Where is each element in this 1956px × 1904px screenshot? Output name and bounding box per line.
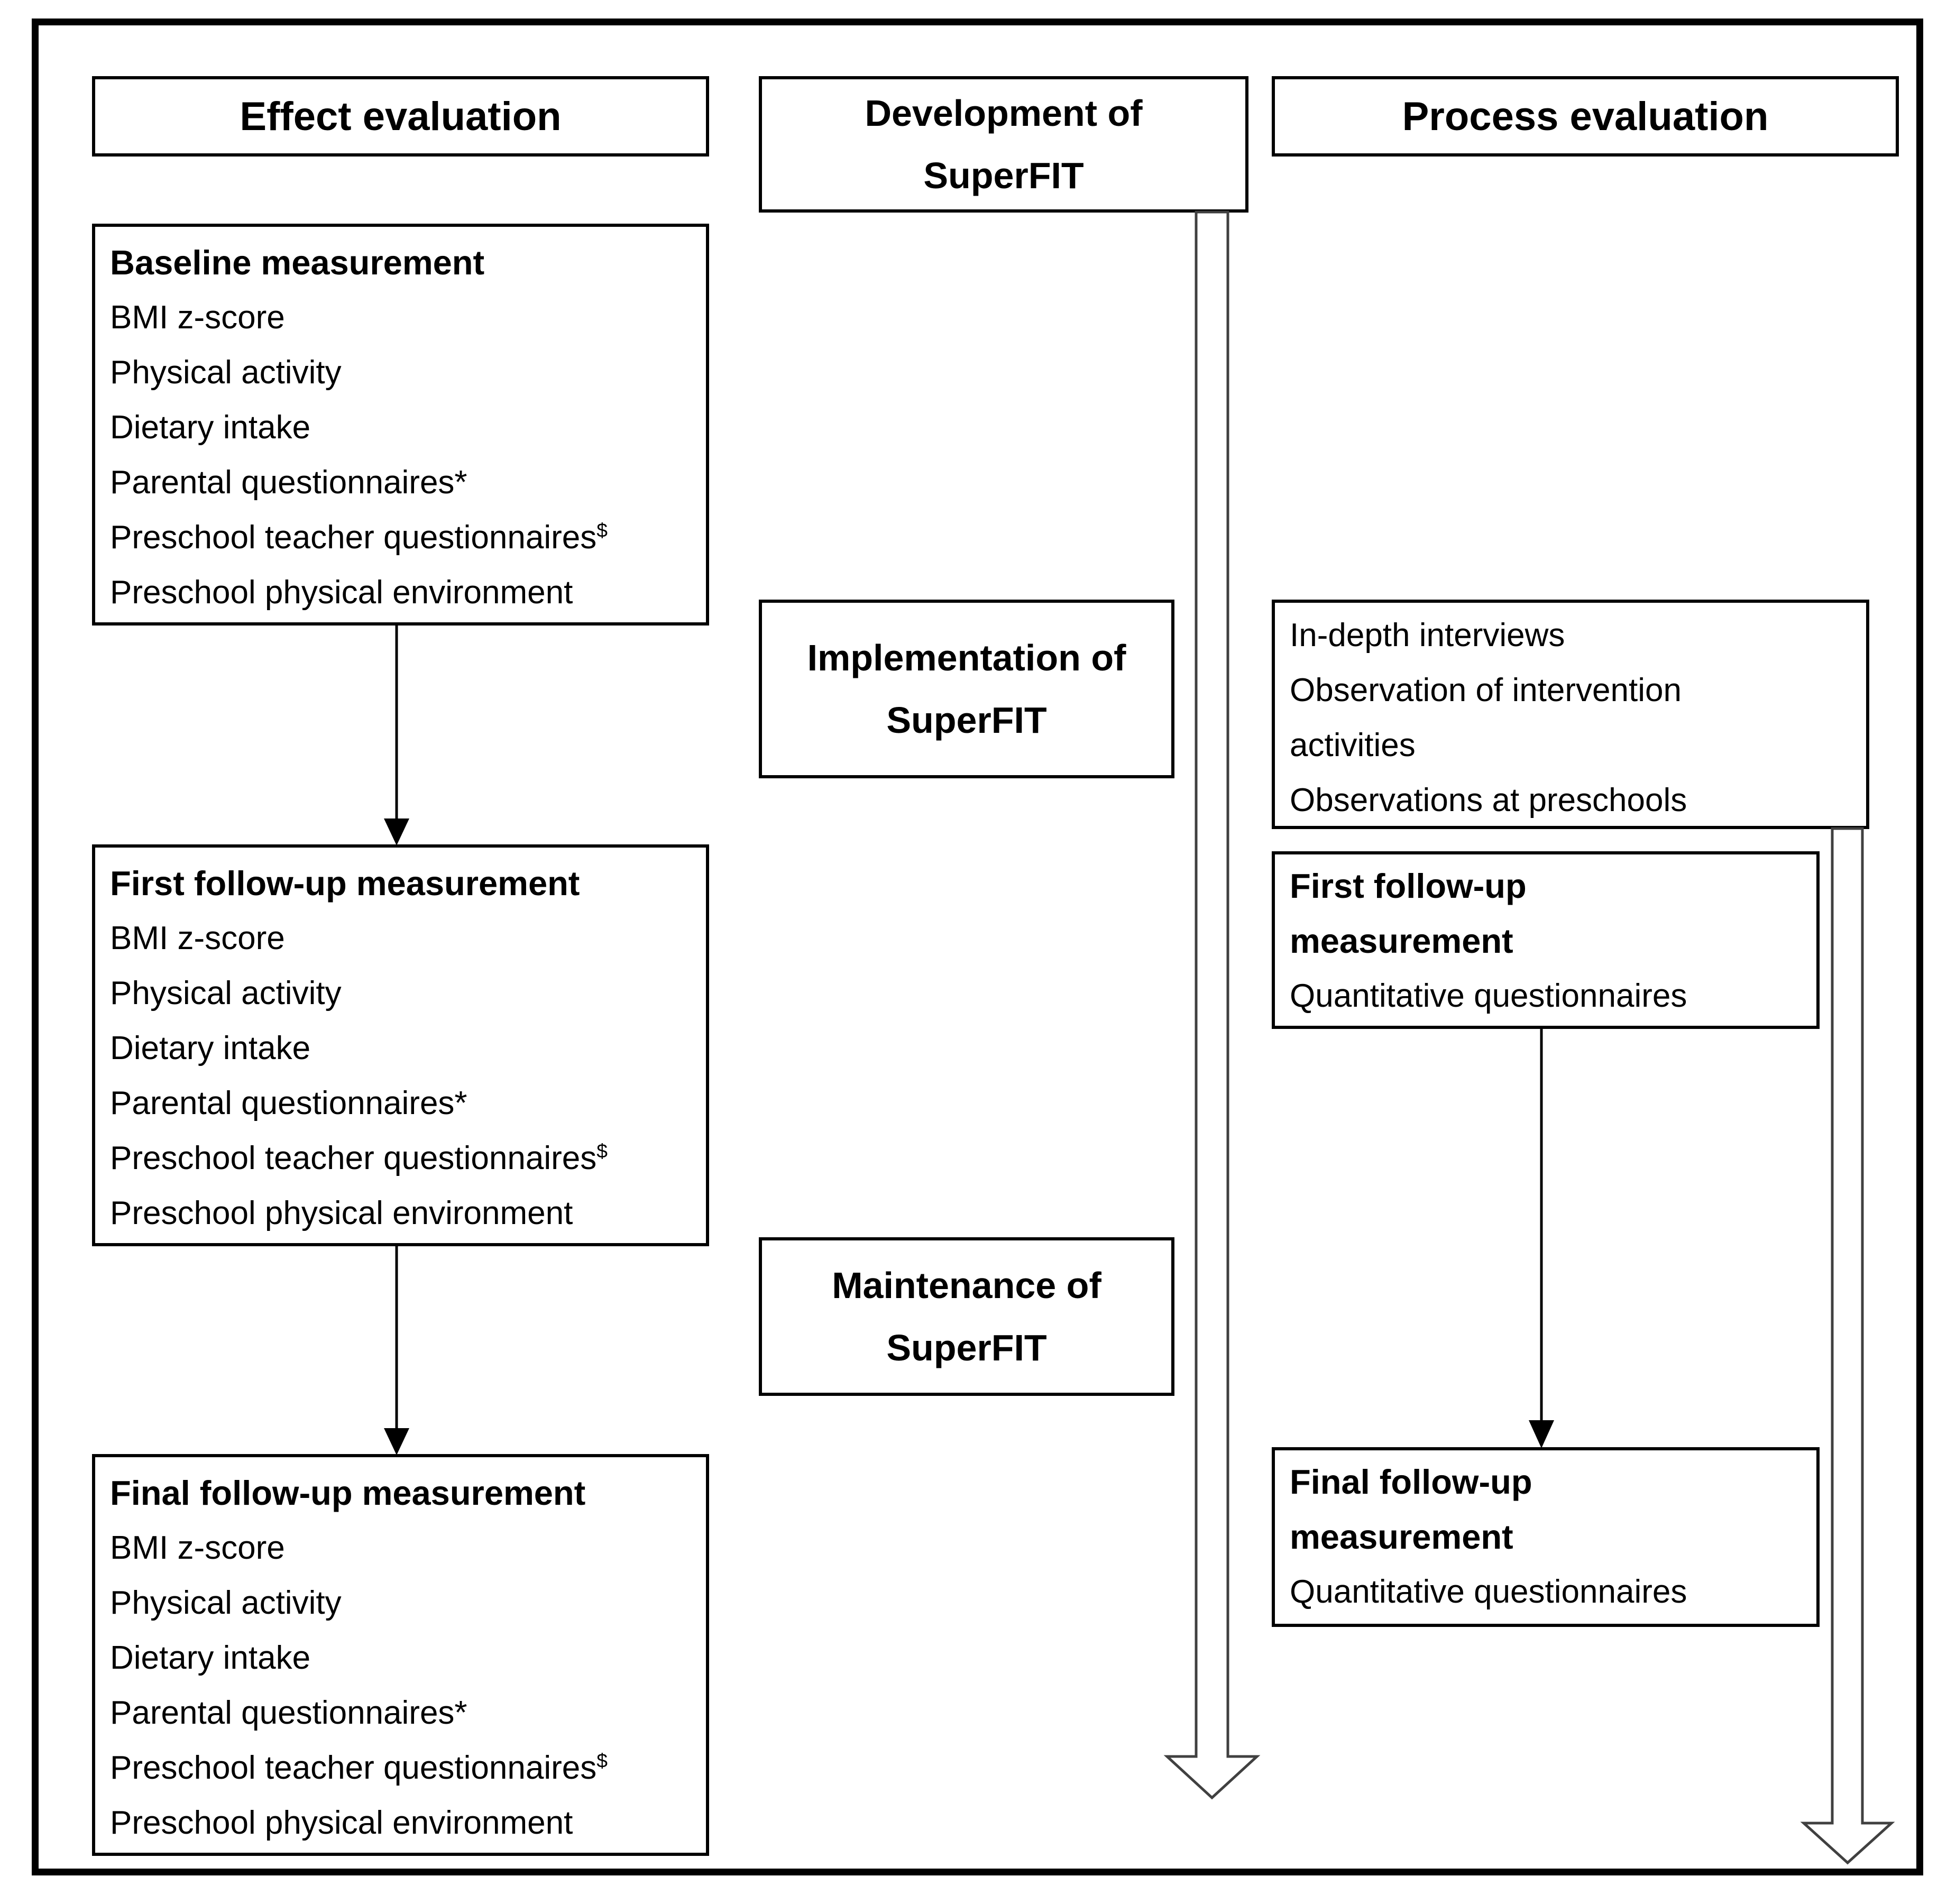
box-item: Quantitative questionnaires [1290,1574,1687,1610]
box-item: Preschool teacher questionnaires$ [110,519,608,556]
box-item: activities [1290,727,1416,764]
box-title-line1: Final follow-up [1290,1463,1532,1501]
box-title: Baseline measurement [110,243,485,282]
implementation-line1: Implementation of [807,637,1126,678]
box-item: Parental questionnaires* [110,1085,467,1121]
effect-evaluation-label: Effect evaluation [240,94,562,139]
box-item: Parental questionnaires* [110,1695,467,1731]
process-evaluation-label: Process evaluation [1402,94,1769,139]
process-qualitative-box: In-depth interviews Observation of inter… [1272,600,1869,829]
box-title-line2: measurement [1290,922,1513,960]
baseline-measurement-box: Baseline measurement BMI z-score Physica… [92,224,709,626]
box-item: Dietary intake [110,1640,311,1676]
box-item: Dietary intake [110,1030,311,1066]
box-item: Physical activity [110,354,342,391]
development-line2: SuperFIT [923,155,1084,196]
box-title: Final follow-up measurement [110,1474,586,1512]
maintenance-line1: Maintenance of [832,1265,1101,1306]
box-item: Dietary intake [110,409,311,446]
box-item: Preschool physical environment [110,1805,573,1841]
box-item: Preschool physical environment [110,1195,573,1231]
development-line1: Development of [865,93,1143,134]
box-item: Physical activity [110,975,342,1011]
box-item: Parental questionnaires* [110,464,467,501]
box-item: Quantitative questionnaires [1290,978,1687,1014]
box-item: Observations at preschools [1290,782,1687,818]
box-item: Preschool physical environment [110,574,573,611]
box-item: Preschool teacher questionnaires$ [110,1139,608,1176]
maintenance-line2: SuperFIT [886,1327,1047,1368]
effect-evaluation-header: Effect evaluation [92,76,709,157]
final-followup-effect-box: Final follow-up measurement BMI z-score … [92,1454,709,1856]
implementation-box: Implementation of SuperFIT [759,600,1174,778]
box-item: Preschool teacher questionnaires$ [110,1749,608,1786]
box-title-line1: First follow-up [1290,867,1527,905]
box-item: Physical activity [110,1585,342,1621]
first-followup-process-box: First follow-up measurement Quantitative… [1272,851,1820,1029]
box-title-line2: measurement [1290,1517,1513,1556]
box-item: Observation of intervention [1290,672,1682,709]
maintenance-box: Maintenance of SuperFIT [759,1237,1174,1396]
box-item: In-depth interviews [1290,617,1565,654]
box-item: BMI z-score [110,920,285,956]
box-item: BMI z-score [110,1530,285,1566]
box-item: BMI z-score [110,299,285,336]
development-box: Development of SuperFIT [759,76,1248,213]
first-followup-effect-box: First follow-up measurement BMI z-score … [92,844,709,1246]
final-followup-process-box: Final follow-up measurement Quantitative… [1272,1447,1820,1627]
process-evaluation-header: Process evaluation [1272,76,1899,157]
implementation-line2: SuperFIT [886,700,1047,741]
box-title: First follow-up measurement [110,864,580,903]
